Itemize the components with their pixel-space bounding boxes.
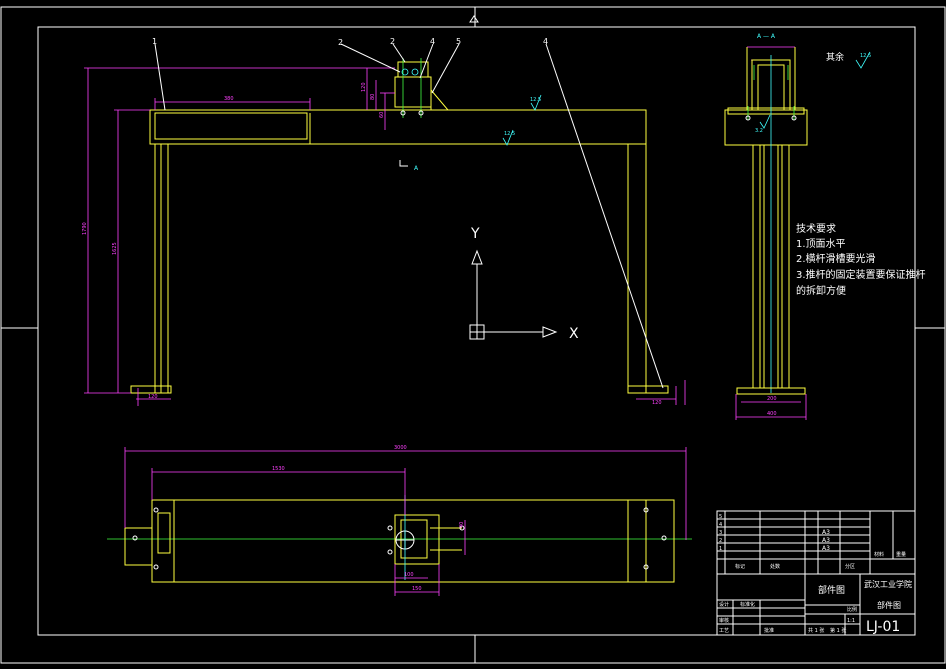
rest-roughness-value: 12.5 [860, 53, 871, 59]
balloon-2a: 2 [338, 38, 343, 47]
technical-requirements: 技术要求 1.顶面水平 2.横杆滑槽要光滑 3.推杆的固定装置要保证推杆 的拆卸… [796, 222, 926, 297]
title-scale: 1:1 [847, 618, 855, 624]
axis-label-y: Y [470, 226, 480, 242]
roughness-value-side: 3.2 [755, 128, 763, 134]
section-label-aa: A — A [757, 33, 776, 40]
dim-plan-mid-w: 100 [404, 572, 414, 578]
title-part-name: 部件图 [877, 600, 901, 610]
header-weight: 重量 [896, 551, 906, 558]
parts-row-3: 3 [719, 530, 722, 536]
front-view: 380 1790 1625 120 80 60 120 120 1 2 2 4 … [82, 37, 686, 406]
parts-row-2: 2 [719, 538, 722, 544]
hdr-zone: 分区 [845, 563, 855, 570]
roughness-symbol-1 [502, 129, 514, 146]
title-sheet: 第 1 张 [830, 627, 846, 634]
parts-row-4: 4 [719, 522, 722, 528]
roughness-symbol-2 [530, 94, 542, 111]
dim-inner-height: 1625 [112, 242, 118, 255]
title-process: 工艺 [719, 628, 729, 634]
title-designer: 设计 [719, 601, 729, 608]
side-view: A — A 200 400 3.2 [724, 33, 808, 420]
title-school: 武汉工业学院 [864, 579, 912, 589]
title-checker: 审核 [719, 617, 729, 624]
balloon-4a: 4 [430, 37, 435, 46]
parts-row-5: 5 [719, 514, 722, 520]
balloon-5: 5 [456, 37, 461, 46]
roughness-value-2: 12.5 [530, 97, 541, 103]
title-drawing-name: 部件图 [818, 584, 845, 596]
roughness-symbol-side [759, 114, 771, 129]
dim-foot-2: 120 [652, 400, 662, 406]
dim-small-2: 80 [370, 94, 376, 100]
title-std: 标准化 [740, 601, 755, 608]
tech-req-line-3: 3.推杆的固定装置要保证推杆 [796, 268, 926, 281]
ucs-axis-icon: Y X [469, 226, 579, 342]
rest-label: 其余 [826, 51, 844, 63]
parts-row-1: 1 [719, 546, 722, 552]
balloon-4b: 4 [543, 37, 548, 46]
title-approve: 批准 [764, 627, 774, 634]
sheet-frame [0, 6, 946, 664]
dim-small-1: 120 [361, 82, 367, 92]
parts-size-3: A3 [822, 545, 830, 552]
axis-label-x: X [569, 326, 579, 342]
section-marker-a: A [414, 165, 419, 172]
dim-foot-1: 120 [148, 394, 158, 400]
parts-size-1: A3 [822, 529, 830, 536]
balloon-1: 1 [152, 37, 157, 46]
plan-view: 3000 1530 100 150 40 [107, 445, 692, 596]
dim-plan-mid-w2: 150 [412, 586, 422, 592]
rest-roughness-note: 其余 12.5 [826, 51, 871, 69]
tech-req-line-1: 1.顶面水平 [796, 238, 846, 250]
tech-req-title: 技术要求 [796, 222, 836, 235]
hdr-count: 处数 [770, 563, 780, 570]
rest-roughness-icon [855, 51, 871, 69]
dim-plan-mid: 1530 [272, 466, 285, 472]
dim-small-3: 60 [379, 112, 385, 118]
parts-size-2: A3 [822, 537, 830, 544]
dim-overall-height: 1790 [82, 222, 88, 235]
tech-req-line-2: 2.横杆滑槽要光滑 [796, 252, 876, 265]
tech-req-line-4: 的拆卸方便 [796, 284, 846, 297]
roughness-value-1: 12.5 [504, 131, 515, 137]
dim-plan-gap: 40 [459, 522, 465, 528]
balloon-2b: 2 [390, 37, 395, 46]
title-block: 5 4 3 2 1 A3 A3 A3 材料 重量 标记 处数 分区 部件图 武汉… [716, 510, 916, 636]
dim-top-width: 380 [224, 96, 234, 102]
title-sheets: 共 1 张 [808, 627, 824, 634]
header-material: 材料 [874, 551, 884, 558]
dim-plan-total: 3000 [394, 445, 407, 451]
title-scale-label: 比例 [847, 606, 857, 613]
dim-side-base: 400 [767, 411, 777, 417]
hdr-mark: 标记 [735, 563, 745, 570]
dim-side-width: 200 [767, 396, 777, 402]
title-drawing-no: LJ-01 [866, 619, 900, 635]
